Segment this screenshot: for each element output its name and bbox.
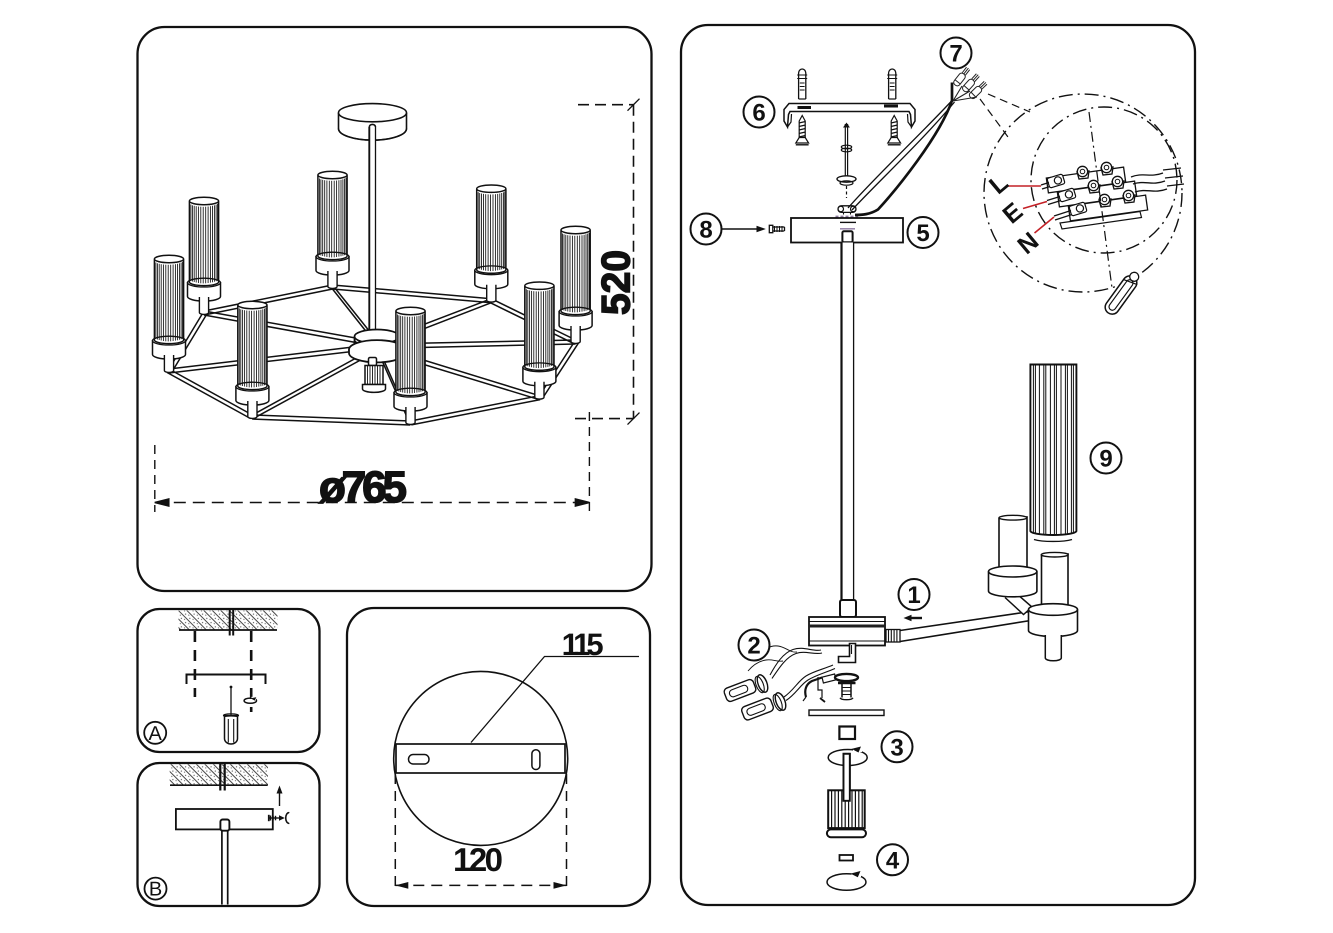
- svg-text:5: 5: [916, 220, 929, 247]
- svg-text:520: 520: [595, 250, 639, 315]
- svg-text:ø765: ø765: [319, 463, 407, 512]
- svg-text:9: 9: [1099, 446, 1112, 473]
- svg-text:6: 6: [752, 100, 765, 127]
- svg-text:115: 115: [562, 627, 604, 662]
- svg-text:3: 3: [890, 734, 903, 761]
- svg-text:1: 1: [907, 582, 920, 609]
- svg-text:2: 2: [747, 633, 760, 660]
- svg-text:B: B: [149, 879, 162, 901]
- svg-text:7: 7: [949, 41, 962, 68]
- svg-text:120: 120: [453, 841, 503, 878]
- svg-text:A: A: [149, 723, 163, 745]
- svg-text:4: 4: [886, 847, 900, 874]
- svg-text:8: 8: [699, 217, 712, 244]
